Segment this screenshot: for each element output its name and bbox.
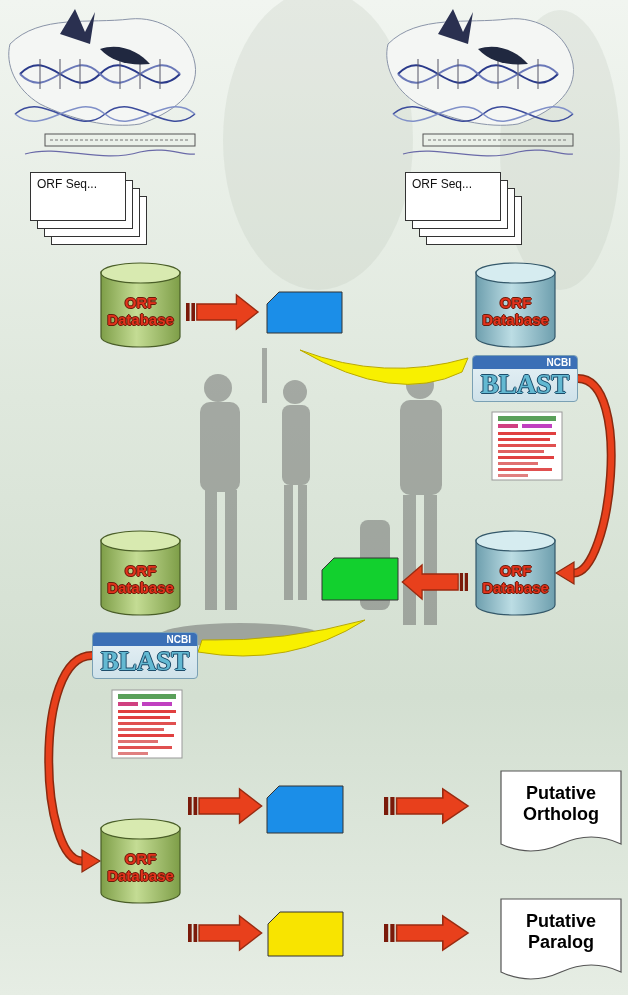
logo-text: BLAST — [93, 646, 197, 676]
blast-logo: NCBIBLAST — [92, 632, 198, 679]
flow-arrow — [49, 656, 92, 862]
engraving — [160, 0, 620, 647]
database-cylinder: ORF Database — [100, 530, 181, 616]
arrow-head — [82, 850, 100, 872]
database-label: ORF Database — [107, 562, 174, 596]
logo-text: BLAST — [473, 369, 577, 399]
document-stack: ORF Seq... — [405, 172, 523, 246]
document-shape: Putative Ortholog — [500, 770, 622, 860]
flow-arrow — [574, 379, 611, 574]
database-label: ORF Database — [107, 850, 174, 884]
document-shape: Putative Paralog — [500, 898, 622, 988]
database-label: ORF Database — [107, 294, 174, 328]
database-cylinder: ORF Database — [475, 262, 556, 348]
document-stack: ORF Seq... — [30, 172, 148, 246]
flow-arrow — [574, 379, 611, 574]
file-label: ORF Seq... — [30, 172, 125, 191]
database-cylinder: ORF Database — [100, 262, 181, 348]
logo-banner: NCBI — [93, 633, 197, 646]
blast-logo: NCBIBLAST — [472, 355, 578, 402]
flow-arrow — [49, 656, 92, 862]
database-label: ORF Database — [482, 294, 549, 328]
file-label: ORF Seq... — [405, 172, 500, 191]
output-label: Putative Ortholog — [507, 783, 615, 825]
database-cylinder: ORF Database — [100, 818, 181, 904]
arrow-head — [556, 562, 574, 584]
logo-banner: NCBI — [473, 356, 577, 369]
output-label: Putative Paralog — [507, 911, 615, 953]
database-label: ORF Database — [482, 562, 549, 596]
database-cylinder: ORF Database — [475, 530, 556, 616]
